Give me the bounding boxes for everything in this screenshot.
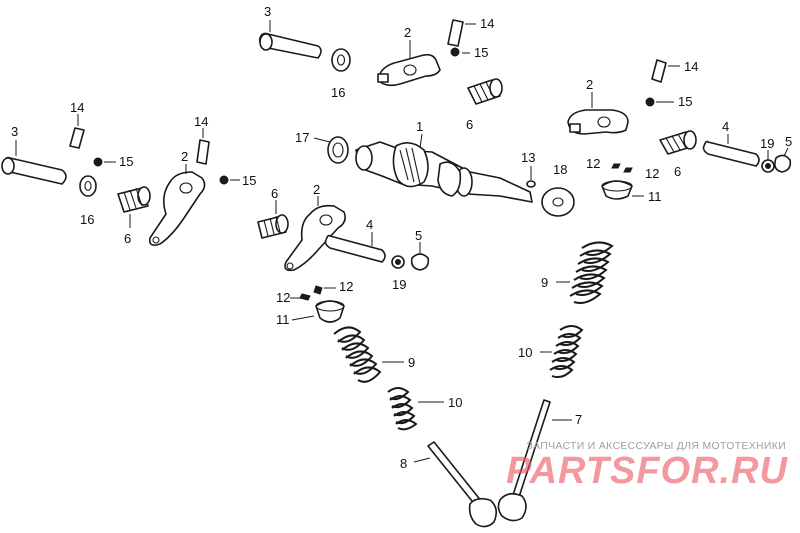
thrust-washer-right — [761, 159, 775, 173]
washer-left — [79, 175, 97, 197]
adjuster-pin-left-b — [196, 139, 210, 165]
inner-valve-spring-right — [549, 325, 584, 379]
callout-9a: 9 — [541, 275, 548, 290]
callout-15: 15 — [474, 45, 488, 60]
callout-3b: 3 — [11, 124, 18, 139]
callout-14c: 14 — [684, 59, 698, 74]
callout-12b: 12 — [645, 166, 659, 181]
callout-14: 14 — [480, 16, 494, 31]
intake-valve — [427, 441, 498, 528]
spring-retainer-right — [601, 180, 633, 200]
callout-3: 3 — [264, 4, 271, 19]
seal-ring — [327, 136, 349, 164]
lock-nut-left-b — [219, 175, 229, 185]
adjuster-pin-left — [69, 127, 85, 149]
thrust-washer-middle — [391, 255, 405, 269]
callout-1: 1 — [416, 119, 423, 134]
rocker-arm-middle — [284, 204, 346, 272]
adjuster-pin-top — [447, 19, 464, 47]
callout-5a: 5 — [785, 134, 792, 149]
callout-14d: 14 — [194, 114, 208, 129]
callout-15d: 15 — [242, 173, 256, 188]
rocker-arm-right — [567, 109, 629, 135]
callout-10b: 10 — [448, 395, 462, 410]
rocker-shaft-top — [258, 32, 322, 59]
rocker-shaft-right — [702, 140, 760, 167]
valve-cotter-right — [611, 163, 633, 173]
callout-14b: 14 — [70, 100, 84, 115]
camshaft — [355, 141, 533, 203]
callout-4a: 4 — [722, 119, 729, 134]
callout-10a: 10 — [518, 345, 532, 360]
callout-2d: 2 — [313, 182, 320, 197]
callout-7: 7 — [575, 412, 582, 427]
valve-cotter-middle — [299, 285, 323, 301]
callout-2c: 2 — [181, 149, 188, 164]
callout-16b: 16 — [80, 212, 94, 227]
callout-16: 16 — [331, 85, 345, 100]
rocker-roller-right — [659, 130, 697, 155]
rocker-shaft-middle — [324, 234, 386, 263]
rocker-arm-top — [377, 53, 441, 87]
rocker-roller-top — [467, 78, 503, 105]
callout-6b: 6 — [674, 164, 681, 179]
callout-9b: 9 — [408, 355, 415, 370]
callout-6d: 6 — [271, 186, 278, 201]
inner-valve-spring-middle — [387, 387, 418, 431]
callout-6: 6 — [466, 117, 473, 132]
callout-11b: 11 — [276, 312, 290, 327]
watermark-logo: PARTSFOR.RU — [506, 450, 788, 492]
rocker-roller-middle — [257, 214, 289, 239]
lock-nut-right — [645, 97, 655, 107]
callout-12d: 12 — [339, 279, 353, 294]
callout-17: 17 — [295, 130, 309, 145]
cap-middle — [410, 253, 430, 271]
callout-5b: 5 — [415, 228, 422, 243]
callout-19a: 19 — [760, 136, 774, 151]
callout-2: 2 — [404, 25, 411, 40]
dowel-pin — [526, 180, 536, 188]
callout-13: 13 — [521, 150, 535, 165]
lock-nut-left — [93, 157, 103, 167]
exhaust-valve — [497, 399, 551, 522]
callout-4b: 4 — [366, 217, 373, 232]
washer-top — [331, 48, 351, 72]
callout-18: 18 — [553, 162, 567, 177]
callout-11a: 11 — [648, 189, 662, 204]
rocker-arm-left — [148, 171, 206, 246]
spring-retainer-middle — [315, 300, 345, 323]
callout-12a: 12 — [586, 156, 600, 171]
lock-nut-top — [450, 47, 460, 57]
camshaft-washer — [541, 187, 575, 217]
outer-valve-spring-middle — [333, 326, 382, 383]
rocker-shaft-left — [1, 156, 67, 185]
watermark-tagline: ЗАПЧАСТИ И АКСЕССУАРЫ ДЛЯ МОТОТЕХНИКИ — [526, 440, 786, 452]
callout-6c: 6 — [124, 231, 131, 246]
cap-right — [774, 154, 792, 173]
callout-8: 8 — [400, 456, 407, 471]
callout-15b: 15 — [678, 94, 692, 109]
adjuster-pin-right — [651, 59, 667, 83]
outer-valve-spring-right — [569, 241, 614, 304]
rocker-roller-left — [117, 186, 151, 213]
callout-19b: 19 — [392, 277, 406, 292]
callout-15c: 15 — [119, 154, 133, 169]
callout-12c: 12 — [276, 290, 290, 305]
callout-2b: 2 — [586, 77, 593, 92]
